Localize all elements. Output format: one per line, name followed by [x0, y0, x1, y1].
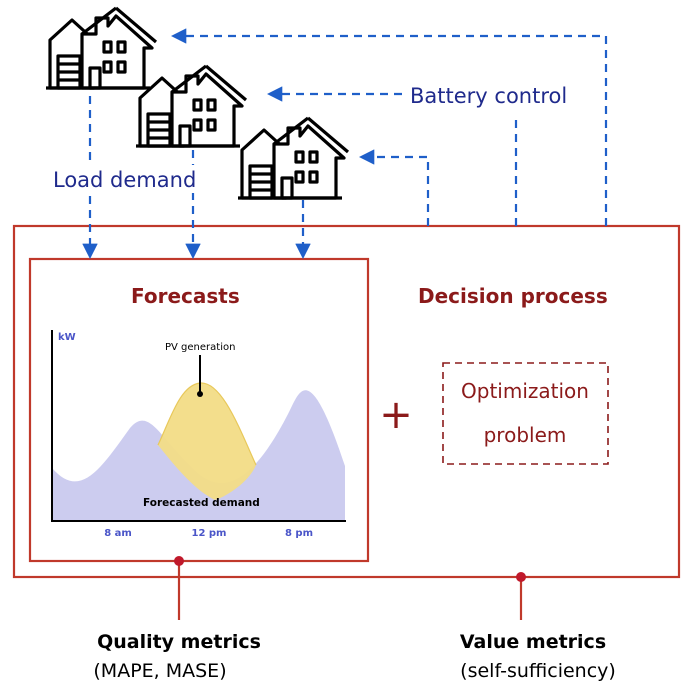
x-tick-12pm: 12 pm [192, 528, 227, 539]
optimization-label-1: Optimization [461, 379, 589, 403]
quality-pin-dot [174, 556, 184, 566]
decision-process-title: Decision process [418, 284, 608, 308]
x-tick-8pm: 8 pm [285, 528, 313, 539]
outer-system-frame [12, 224, 681, 579]
control-arrow-top [170, 28, 608, 226]
x-tick-8am: 8 am [104, 528, 132, 539]
plus-sign: + [379, 392, 413, 438]
house-icon [134, 64, 248, 148]
load-label-bg [50, 165, 218, 193]
y-axis-label: kW [58, 332, 76, 343]
pv-area [158, 382, 256, 500]
value-metrics-title: Value metrics [460, 631, 606, 653]
quality-metrics-title: Quality metrics [97, 631, 261, 653]
value-metrics-sub: (self-sufficiency) [460, 660, 616, 682]
forecast-chart: kW PV generation Forecasted demand 8 am … [51, 330, 346, 539]
optimization-box [442, 362, 609, 465]
pv-annotation: PV generation [165, 342, 235, 353]
house-icon [44, 6, 158, 90]
optimization-label-2: problem [484, 423, 567, 447]
demand-annotation: Forecasted demand [143, 497, 260, 509]
pv-pointer-dot [197, 391, 203, 397]
value-pin-dot [516, 572, 526, 582]
load-demand-label: Load demand [53, 168, 196, 192]
quality-metrics-sub: (MAPE, MASE) [93, 660, 226, 682]
control-arrow-low [358, 149, 430, 226]
forecasts-title: Forecasts [131, 284, 240, 308]
battery-control-label: Battery control [410, 84, 567, 108]
house-icon [236, 116, 350, 200]
demand-area [52, 390, 345, 520]
